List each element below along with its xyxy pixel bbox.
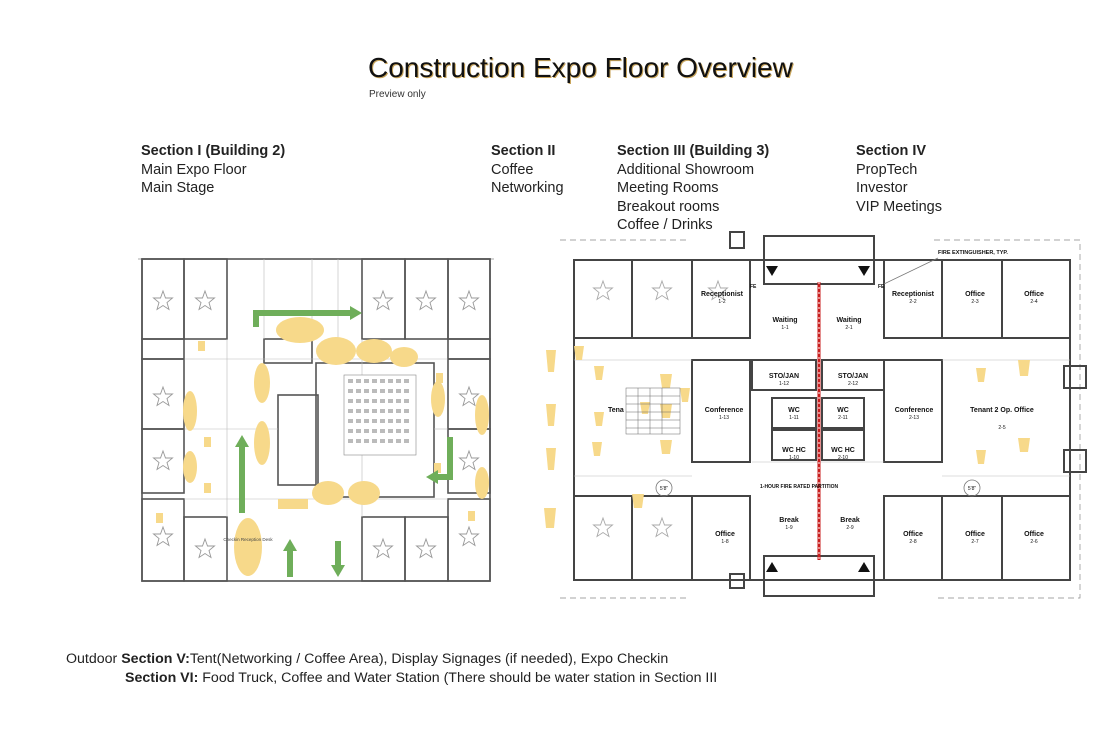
section-5-text: Tent(Networking / Coffee Area), Display … <box>189 651 669 667</box>
footer-line-2: Section VI: Food Truck, Coffee and Water… <box>66 669 717 688</box>
room-name: WC HC <box>831 447 855 454</box>
section-2-heading: Section II <box>491 143 556 159</box>
section-5-heading: Section V: <box>121 651 190 667</box>
fire-extinguisher-note: FIRE EXTINGUISHER, TYP. <box>938 250 1008 256</box>
stage-seating <box>343 374 417 456</box>
room-number: 2-12 <box>848 381 858 387</box>
room-number: 1-11 <box>789 415 799 421</box>
page-subtitle: Preview only <box>369 89 426 100</box>
egress-markers <box>766 266 870 572</box>
room-name: Receptionist <box>892 291 935 298</box>
room-number: 2-3 <box>971 299 978 305</box>
showroom-grid <box>625 387 681 435</box>
partition-note: 1-HOUR FIRE RATED PARTITION <box>760 484 839 490</box>
room-number: 1-10 <box>789 455 799 461</box>
building-2-star-markers <box>152 289 480 559</box>
section-4-heading: Section IV <box>856 143 927 159</box>
room-number: 2-5 <box>998 425 1005 431</box>
room-name: Conference <box>895 407 934 414</box>
room-number: 1-8 <box>721 539 728 545</box>
building-3-walls <box>573 231 1087 597</box>
room-number: 1-2 <box>718 299 725 305</box>
building-3-booths <box>544 346 1030 528</box>
building-3-floor-plan: FIRE EXTINGUISHER, TYP. FE FE 5'8" 5'8" … <box>544 231 1087 599</box>
section-2-line: Networking <box>491 180 564 196</box>
dimension-label: 5'8" <box>968 486 977 492</box>
room-name: STO/JAN <box>769 373 799 380</box>
section-6-text: Food Truck, Coffee and Water Station (Th… <box>198 670 718 686</box>
room-number: 2-13 <box>909 415 919 421</box>
room-number: 1-13 <box>719 415 729 421</box>
room-number: 2-11 <box>838 415 848 421</box>
room-number: 2-10 <box>838 455 848 461</box>
checkin-desk <box>234 518 262 576</box>
building-3-star-markers <box>592 279 729 538</box>
section-2-info: Section II Coffee Networking <box>491 142 564 198</box>
tent-room-label: Tena <box>608 407 624 414</box>
section-3-line: Breakout rooms <box>617 198 720 215</box>
section-4-line: Investor <box>856 180 908 196</box>
section-3-line: Meeting Rooms <box>617 180 719 196</box>
room-number: 2-2 <box>909 299 916 305</box>
room-number: 1-12 <box>779 381 789 387</box>
room-number: 2-8 <box>909 539 916 545</box>
building-2-booths <box>156 317 489 523</box>
room-name: Break <box>840 517 860 524</box>
room-number: 2-1 <box>845 325 852 331</box>
room-name: WC <box>837 407 849 414</box>
room-name: Waiting <box>772 317 797 324</box>
section-3-line: Coffee / Drinks <box>617 217 713 233</box>
room-name: Office <box>715 531 735 538</box>
section-1-line: Main Stage <box>141 180 215 196</box>
section-4-line: PropTech <box>856 161 918 178</box>
room-name: Office <box>1024 531 1044 538</box>
room-number: 2-7 <box>971 539 978 545</box>
room-name: Office <box>965 291 985 298</box>
room-number: 2-4 <box>1030 299 1037 305</box>
section-3-heading: Section III (Building 3) <box>617 143 770 159</box>
footer-prefix: Outdoor <box>66 651 122 667</box>
room-name: Office <box>903 531 923 538</box>
section-1-heading: Section I (Building 2) <box>141 143 286 159</box>
section-3-info: Section III (Building 3) Additional Show… <box>617 142 769 235</box>
section-3-line: Additional Showroom <box>617 161 755 178</box>
room-name: WC HC <box>782 447 806 454</box>
room-name: Office <box>965 531 985 538</box>
room-name: Tenant 2 Op. Office <box>970 407 1034 414</box>
room-name: STO/JAN <box>838 373 868 380</box>
fe-marker: FE <box>750 284 757 290</box>
room-number: 2-6 <box>1030 539 1037 545</box>
section-6-heading: Section VI: <box>125 670 199 686</box>
outdoor-sections-note: Outdoor Section V:Tent(Networking / Coff… <box>66 650 717 688</box>
section-1-line: Main Expo Floor <box>141 161 247 178</box>
room-number: 1-1 <box>781 325 788 331</box>
checkin-desk-label: Checkin Reception Desk <box>223 537 273 542</box>
room-name: Waiting <box>836 317 861 324</box>
dimension-label: 5'8" <box>660 486 669 492</box>
flow-arrows <box>235 306 453 577</box>
fe-marker: FE <box>878 284 885 290</box>
room-name: Receptionist <box>701 291 744 298</box>
page-title: Construction Expo Floor Overview <box>368 52 793 83</box>
building-2-walls <box>138 258 494 582</box>
room-number: 1-9 <box>785 525 792 531</box>
section-1-info: Section I (Building 2) Main Expo Floor M… <box>141 142 285 198</box>
building-2-floor-plan: Checkin Reception Desk <box>138 258 494 582</box>
site-boundary <box>560 239 1081 599</box>
room-name: Conference <box>705 407 744 414</box>
room-name: WC <box>788 407 800 414</box>
room-number: 2-9 <box>846 525 853 531</box>
room-name: Office <box>1024 291 1044 298</box>
section-2-line: Coffee <box>491 161 534 178</box>
footer-line-1: Outdoor Section V:Tent(Networking / Coff… <box>66 650 717 669</box>
section-4-info: Section IV PropTech Investor VIP Meeting… <box>856 142 942 216</box>
section-4-line: VIP Meetings <box>856 198 942 215</box>
room-name: Break <box>779 517 799 524</box>
room-labels: Receptionist 1-2 Receptionist 2-2 Office… <box>701 291 1044 545</box>
